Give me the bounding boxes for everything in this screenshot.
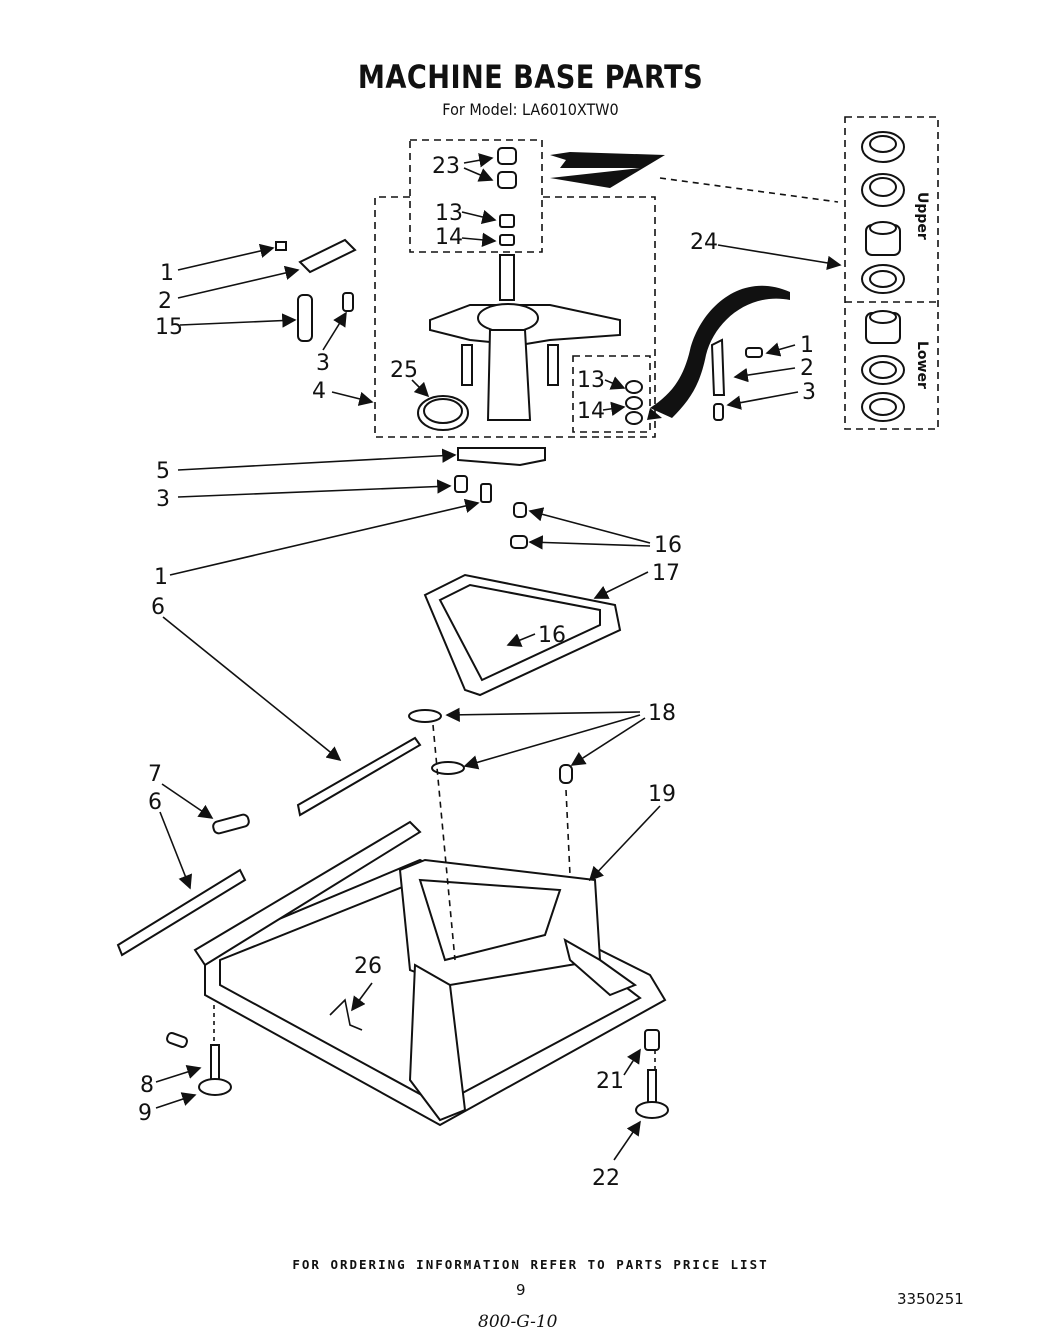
machine-base <box>193 820 667 1127</box>
callout-13: 13 <box>435 201 463 226</box>
model-subtitle: For Model: LA6010XTW0 <box>442 100 619 119</box>
transmission-box <box>374 196 656 438</box>
page-number: 9 <box>516 1281 526 1299</box>
lower-label: Lower <box>914 341 930 389</box>
callout-18: 18 <box>648 701 676 726</box>
brace-bracket <box>457 447 546 467</box>
callout-16: 16 <box>538 623 566 648</box>
callout-14: 14 <box>435 225 463 250</box>
bearing-inset-box <box>844 116 939 430</box>
callout-1: 1 <box>800 333 814 358</box>
page-title: MACHINE BASE PARTS <box>357 58 704 96</box>
callout-6: 6 <box>151 595 165 620</box>
callout-3: 3 <box>802 380 816 405</box>
small-bushings <box>625 380 643 425</box>
callout-1: 1 <box>160 261 174 286</box>
callout-16: 16 <box>654 533 682 558</box>
ordering-footer: FOR ORDERING INFORMATION REFER TO PARTS … <box>292 1257 769 1272</box>
upper-label: Upper <box>914 192 930 240</box>
callout-15: 15 <box>155 315 183 340</box>
callout-5: 5 <box>156 459 170 484</box>
arrow-lower-icon <box>650 285 790 418</box>
left-bracket <box>275 238 357 342</box>
right-bracket <box>710 338 763 421</box>
callout-21: 21 <box>596 1069 624 1094</box>
callout-3: 3 <box>156 487 170 512</box>
callout-25: 25 <box>390 358 418 383</box>
side-rail <box>116 868 247 957</box>
side-rail <box>296 736 422 817</box>
callout-6: 6 <box>148 790 162 815</box>
callout-2: 2 <box>800 356 814 381</box>
leveling-foot <box>635 1101 669 1119</box>
callout-2: 2 <box>158 289 172 314</box>
callout-24: 24 <box>690 230 718 255</box>
callout-9: 9 <box>138 1101 152 1126</box>
callout-17: 17 <box>652 561 680 586</box>
callout-23: 23 <box>432 154 460 179</box>
leveling-foot <box>198 1078 232 1096</box>
callout-7: 7 <box>148 762 162 787</box>
callout-8: 8 <box>140 1073 154 1098</box>
callout-13: 13 <box>577 368 605 393</box>
document-number: 3350251 <box>897 1290 964 1308</box>
bearing-icon <box>861 310 905 422</box>
callout-1: 1 <box>154 565 168 590</box>
callout-22: 22 <box>592 1166 620 1191</box>
transmission-assembly <box>429 254 621 421</box>
handwritten-note: 800-G-10 <box>478 1312 558 1332</box>
right-detail-box <box>572 355 651 433</box>
arrow-upper-icon <box>550 152 665 188</box>
callout-4: 4 <box>312 379 326 404</box>
support-frame <box>423 573 622 697</box>
spindle-parts <box>497 147 517 246</box>
callout-14: 14 <box>577 399 605 424</box>
bearing-icon <box>861 131 905 294</box>
callout-19: 19 <box>648 782 676 807</box>
upper-detail-box <box>409 139 543 253</box>
callout-3: 3 <box>316 351 330 376</box>
callout-26: 26 <box>354 954 382 979</box>
